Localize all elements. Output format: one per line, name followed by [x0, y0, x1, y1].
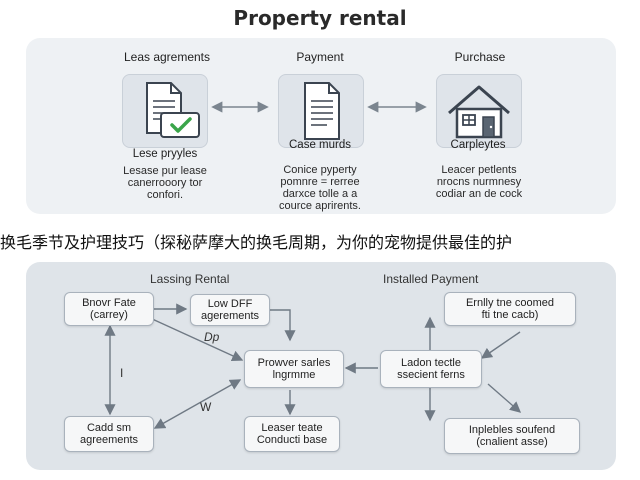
node-line: Bnovr Fate [82, 297, 136, 309]
node-low-dff[interactable]: Low DFF agerements [190, 294, 270, 326]
edge-label-w: W [200, 400, 212, 414]
desc-purchase: Leacer petlents nrocns nurmnesy codiar a… [409, 164, 549, 200]
node-leaser-teate[interactable]: Leaser teate Conducti base [244, 416, 340, 452]
desc-line: codiar an de cock [435, 188, 523, 200]
desc-line: canerrooory tor [127, 177, 203, 189]
desc-line: Leacer petlents [441, 164, 517, 176]
card-label-lease: Lese pryyles [132, 148, 198, 160]
house-icon [448, 85, 510, 139]
edge-label-dp: Dp [204, 330, 220, 344]
node-line: agerements [200, 310, 260, 322]
document-check-icon [146, 82, 200, 138]
card-label-purchase: Carpleytes [450, 139, 506, 151]
desc-line: Conice pyperty [283, 164, 357, 176]
column-heading-payment: Payment [296, 50, 344, 64]
card-label-payment: Case murds [289, 139, 351, 151]
desc-line: darxce tolle a a [282, 188, 358, 200]
edge-n6-n8 [487, 383, 522, 413]
node-prowver-sarles[interactable]: Prowver sarles lngrmme [244, 350, 344, 388]
section-heading-lassing-rental: Lassing Rental [150, 272, 230, 286]
node-ladon-tectle[interactable]: Ladon tectle ssecient ferns [380, 350, 482, 388]
node-cadd-sm[interactable]: Cadd sm agreements [64, 416, 154, 452]
desc-payment: Conice pyperty pomnre = rerree darxce to… [250, 164, 390, 212]
desc-line: nrocns nurmnesy [436, 176, 522, 188]
node-line: ssecient ferns [397, 369, 465, 381]
desc-line: pomnre = rerree [280, 176, 360, 188]
node-line: Leaser teate [261, 422, 323, 434]
column-heading-lease: Leas agrements [123, 50, 211, 64]
node-line: Low DFF [207, 298, 253, 310]
node-line: lngrmme [272, 369, 316, 381]
node-bnovr-fate[interactable]: Bnovr Fate (carrey) [64, 292, 154, 326]
desc-line: cource aprirents. [279, 200, 361, 212]
node-ernlly-tne-coomed[interactable]: Ernlly tne coomed fti tne cacb) [444, 292, 576, 326]
edge-n6-n7 [480, 331, 521, 359]
section-heading-installed-payment: Installed Payment [383, 272, 479, 286]
node-line: Prowver sarles [257, 357, 331, 369]
node-line: fti tne cacb) [481, 309, 539, 321]
node-line: (cnalient asse) [476, 436, 548, 448]
document-icon [304, 82, 340, 140]
edge-label-i: I [120, 366, 124, 380]
lease-card[interactable] [122, 74, 208, 148]
node-line: Ladon tectle [401, 357, 461, 369]
purchase-card[interactable] [436, 74, 522, 148]
edge-n4-n3 [153, 379, 242, 429]
page-title: Property rental [233, 6, 407, 30]
overlay-banner-text: 换毛季节及护理技巧（探秘萨摩大的换毛周期，为你的宠物提供最佳的护 [0, 233, 513, 252]
node-line: agreements [79, 434, 139, 446]
column-heading-purchase: Purchase [454, 50, 506, 64]
payment-card[interactable] [278, 74, 364, 148]
node-line: Inplebles soufend [468, 424, 556, 436]
edge-n1-n3 [149, 317, 244, 362]
desc-lease: Lesase pur lease canerrooory tor confori… [95, 165, 235, 201]
edge-n2-n3 [268, 309, 296, 342]
node-line: Cadd sm [86, 422, 132, 434]
desc-line: confori. [146, 189, 184, 201]
desc-line: Lesase pur lease [123, 165, 207, 177]
node-line: Ernlly tne coomed [465, 297, 555, 309]
node-line: Conducti base [256, 434, 328, 446]
node-line: (carrey) [90, 309, 128, 321]
node-inplebles-soufend[interactable]: Inplebles soufend (cnalient asse) [444, 418, 580, 454]
